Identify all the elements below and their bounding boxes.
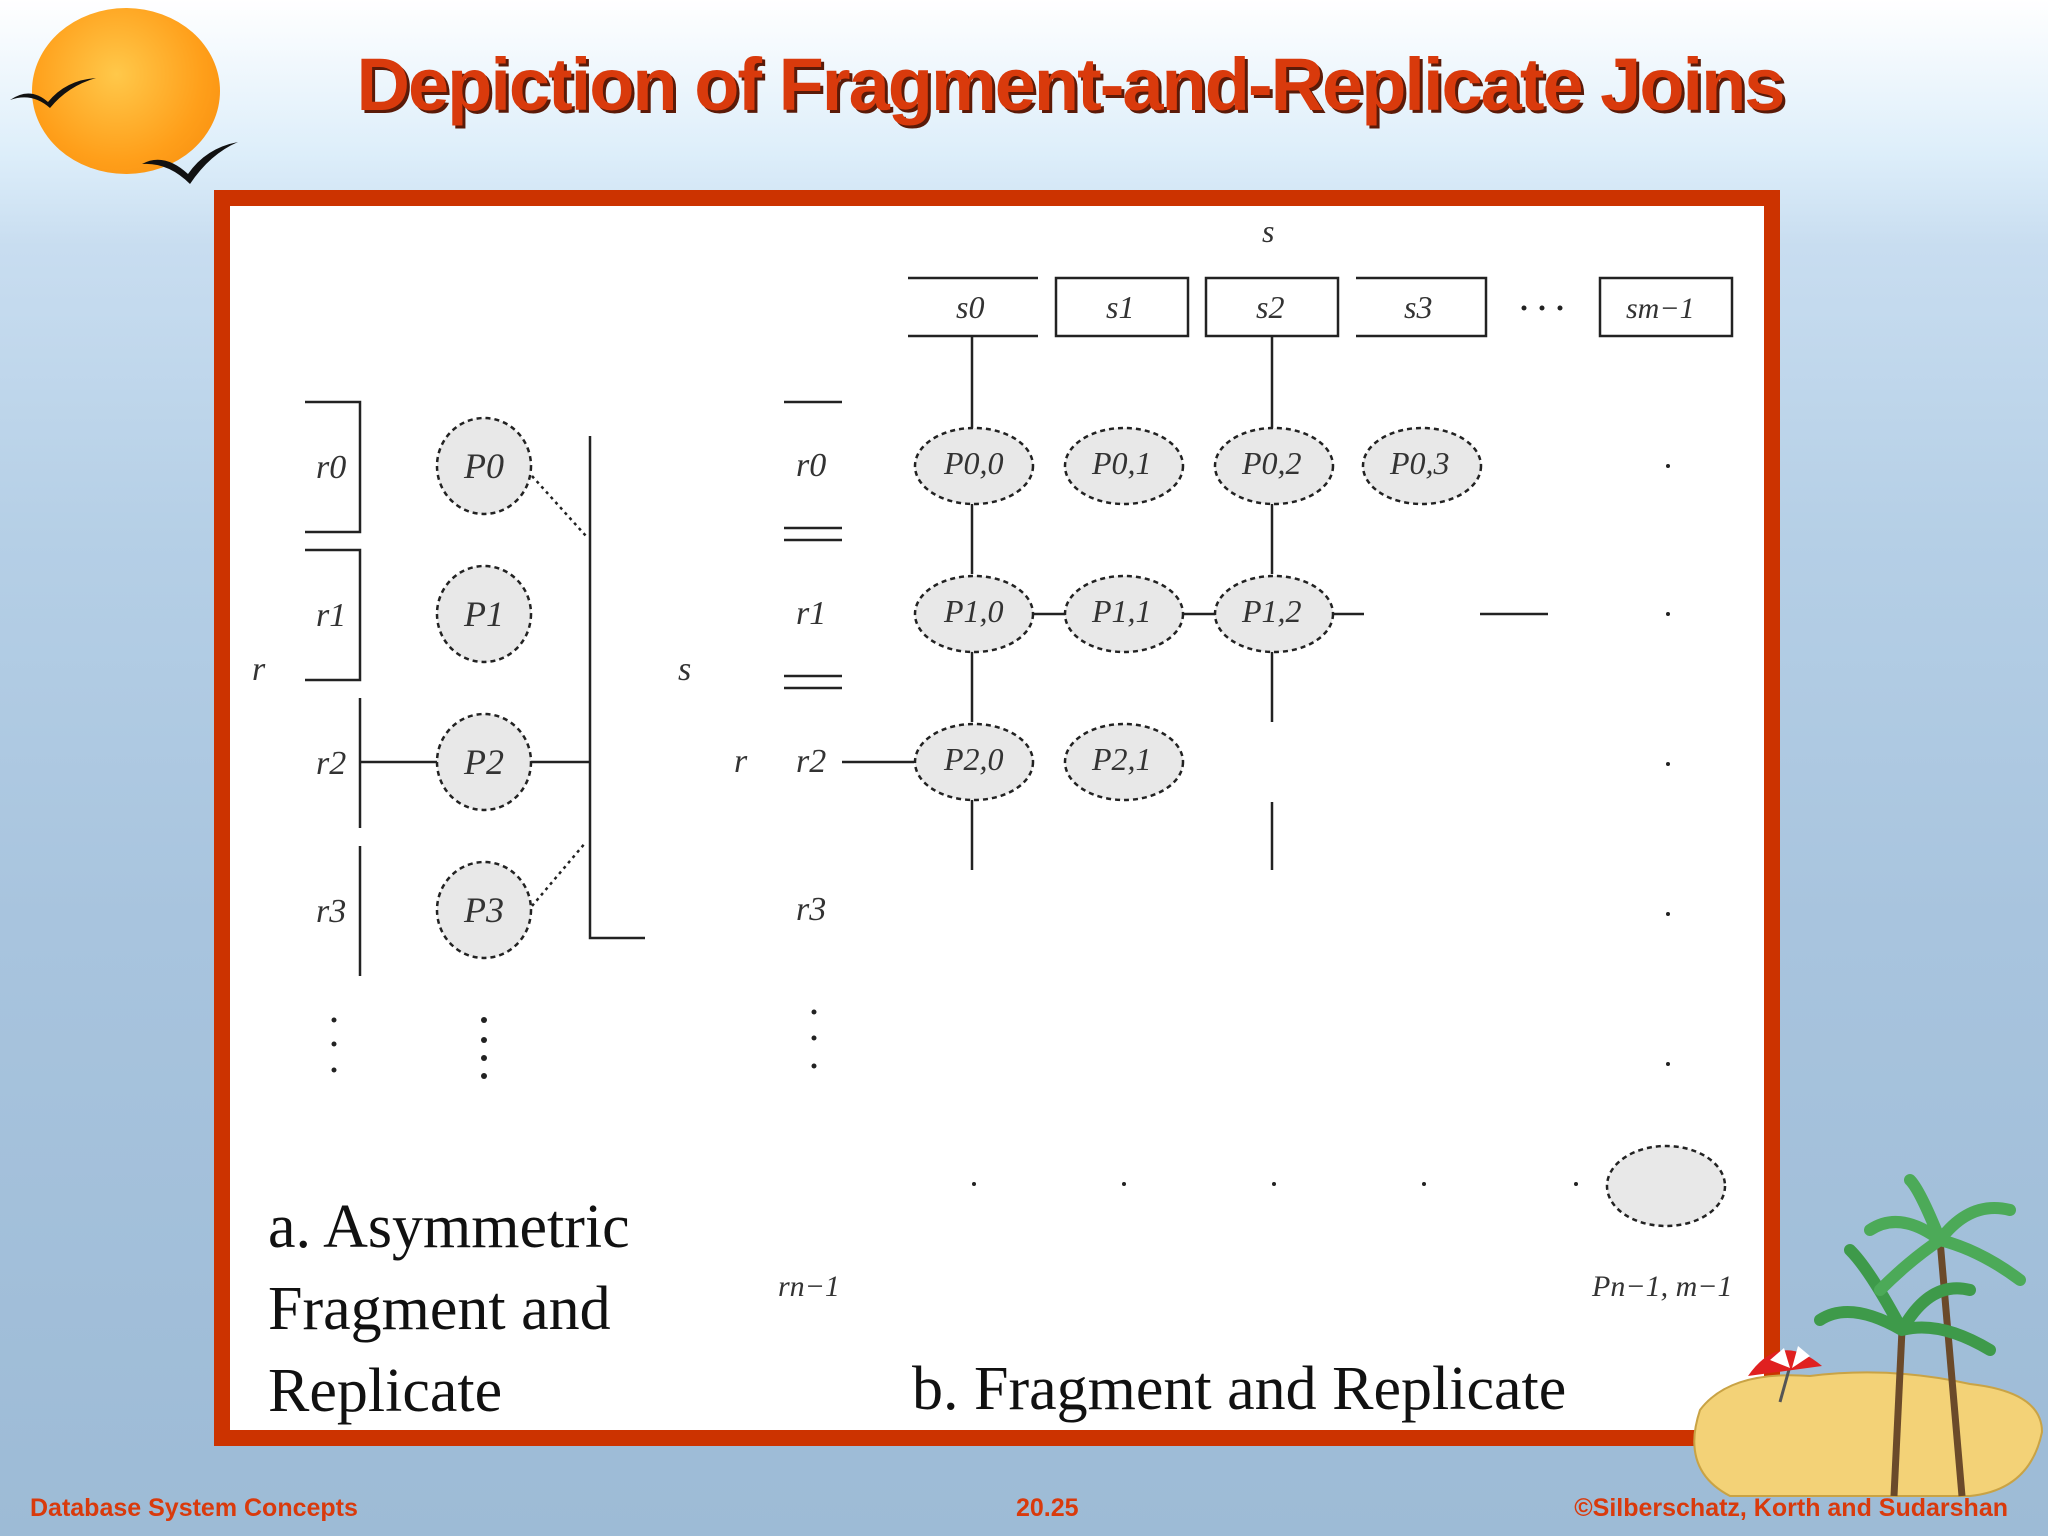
processor-label: P0,0	[943, 445, 1004, 481]
relation-s-label: s	[1262, 213, 1274, 249]
processor-label: P2,0	[943, 741, 1004, 777]
processor-label: P0	[463, 446, 504, 486]
footer-course-title: Database System Concepts	[30, 1494, 358, 1522]
slide-title: Depiction of Fragment-and-Replicate Join…	[356, 43, 1786, 126]
processor-label: P1,1	[1091, 593, 1152, 629]
relation-r-label: r	[252, 651, 266, 688]
processor-label: Pn−1, m−1	[1591, 1270, 1732, 1303]
processor-node	[435, 860, 533, 960]
r-fragment-label: r3	[796, 891, 826, 928]
processor-label: P0,3	[1389, 445, 1450, 481]
s-fragment-label: s2	[1256, 289, 1284, 325]
r-fragment-label: r0	[796, 447, 826, 484]
processor-node	[1605, 1144, 1727, 1228]
processor-node	[913, 574, 1035, 654]
processor-label: P0,1	[1091, 445, 1152, 481]
relation-s-label: s	[678, 651, 691, 688]
processor-label: P3	[463, 890, 504, 930]
processor-label: P2,1	[1091, 741, 1152, 777]
processor-label: P1	[463, 594, 504, 634]
processor-nodes-a	[435, 416, 533, 960]
processor-node	[435, 712, 533, 812]
s-fragment-label: s0	[956, 289, 984, 325]
processor-nodes-b	[913, 426, 1727, 1228]
figure-frame	[214, 190, 1780, 1446]
r-fragment-label: rn−1	[778, 1270, 840, 1303]
processor-node	[1213, 426, 1335, 506]
relation-r-label: r	[734, 743, 748, 780]
processor-node	[1063, 722, 1185, 802]
fragment-label: r3	[316, 893, 346, 930]
vertical-ellipsis	[331, 1017, 487, 1079]
r-fragment-label: r2	[796, 743, 826, 780]
beach-umbrella-icon	[1748, 1346, 1822, 1403]
processor-label: P2	[463, 742, 504, 782]
caption-fragment-replicate: b. Fragment and Replicate	[912, 1355, 1567, 1423]
processor-node	[1213, 574, 1335, 654]
ellipsis-dots	[811, 305, 1670, 1186]
bird-icon	[10, 78, 96, 108]
processor-label: P1,0	[943, 593, 1004, 629]
fragment-label: r2	[316, 745, 346, 782]
processor-node	[1063, 426, 1185, 506]
processor-node	[913, 722, 1035, 802]
footer-page-number: 20.25	[1016, 1494, 1079, 1522]
footer-copyright: ©Silberschatz, Korth and Sudarshan	[1574, 1494, 2008, 1522]
fragment-label: r1	[316, 597, 346, 634]
processor-node	[1063, 574, 1185, 654]
processor-node	[435, 416, 533, 516]
caption-asymmetric: a. Asymmetric Fragment and Replicate	[268, 1193, 630, 1425]
processor-node	[1361, 426, 1483, 506]
fragment-label: r0	[316, 449, 346, 486]
asymmetric-diagram	[305, 400, 645, 976]
processor-node	[913, 426, 1035, 506]
r-fragment-label: r1	[796, 595, 826, 632]
processor-label: P1,2	[1241, 593, 1302, 629]
s-fragment-label: sm−1	[1626, 292, 1695, 325]
fragment-replicate-grid	[784, 276, 1734, 870]
s-fragment-label: s1	[1106, 289, 1134, 325]
bird-icon	[142, 142, 238, 184]
processor-node	[435, 564, 533, 664]
s-fragment-label: s3	[1404, 289, 1432, 325]
palm-tree-icon	[1693, 1174, 2044, 1497]
processor-label: P0,2	[1241, 445, 1302, 481]
